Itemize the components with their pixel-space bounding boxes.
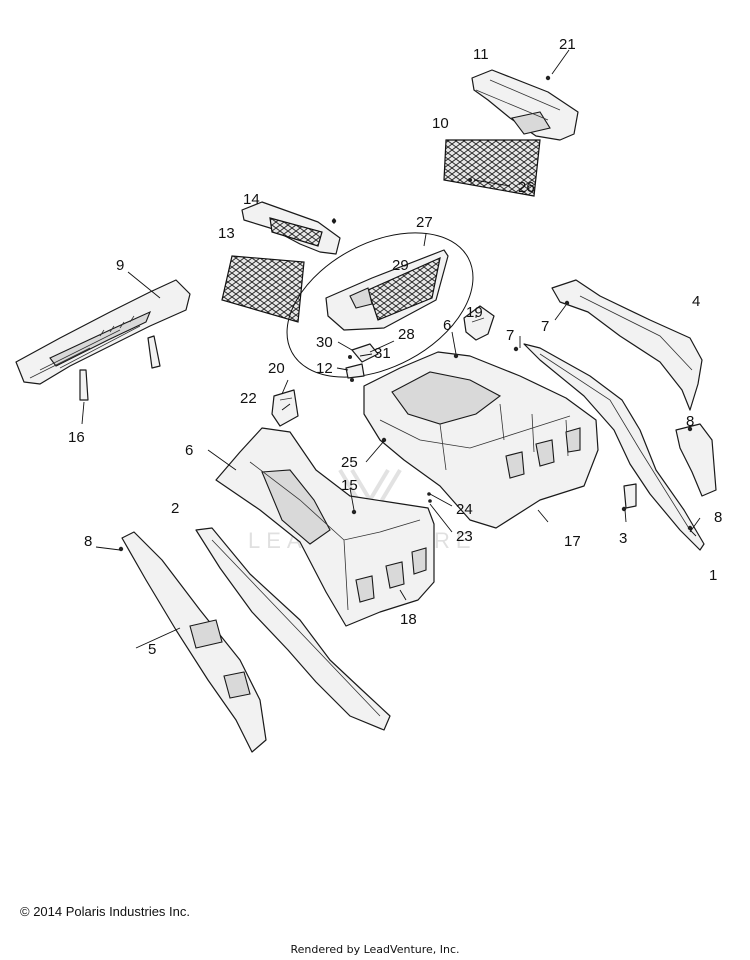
callout-4: 4	[692, 293, 700, 310]
callout-15: 15	[341, 477, 358, 494]
part-9-duct-assembly	[15, 279, 191, 401]
callout-29: 29	[392, 257, 409, 274]
part-17-rear-tub	[363, 351, 599, 529]
callout-26: 26	[518, 179, 535, 196]
part-2-side-panel	[195, 527, 391, 731]
part-8-right-trim	[675, 423, 717, 497]
callout-10: 10	[432, 115, 449, 132]
callout-11: 11	[473, 46, 489, 63]
callout-23: 23	[456, 528, 473, 545]
callout-24: 24	[456, 501, 473, 518]
rendered-by-credit: Rendered by LeadVenture, Inc.	[290, 943, 460, 956]
callout-16: 16	[68, 429, 85, 446]
callout-27: 27	[416, 214, 433, 231]
callout-numbers: 1 2 3 4 5 6 6 7 7 8 8 8 9 10 11 12 13 14…	[68, 36, 722, 658]
callout-19: 19	[466, 304, 483, 321]
callout-7-outer: 7	[541, 318, 549, 335]
part-4-right-fender	[551, 279, 703, 411]
callout-17: 17	[564, 533, 581, 550]
callout-14: 14	[243, 191, 260, 208]
part-11-upper-deflector	[471, 69, 579, 141]
callout-20: 20	[268, 360, 285, 377]
part-18-front-tub	[215, 427, 435, 627]
callout-21: 21	[559, 36, 576, 53]
callout-31: 31	[374, 345, 391, 362]
part-13-mesh-panel	[221, 255, 305, 323]
callout-8-upper-right: 8	[686, 413, 694, 430]
callout-2: 2	[171, 500, 179, 517]
leader-lines	[81, 49, 701, 649]
callout-1: 1	[709, 567, 717, 584]
part-27-group	[286, 232, 474, 378]
copyright-notice: © 2014 Polaris Industries Inc.	[20, 904, 190, 919]
callout-9: 9	[116, 257, 124, 274]
callout-28: 28	[398, 326, 415, 343]
part-14-lower-deflector	[241, 201, 341, 255]
part-10-mesh-panel	[443, 139, 541, 197]
callout-30: 30	[316, 334, 333, 351]
callout-8-lower-right: 8	[714, 509, 722, 526]
part-19-bracket	[463, 305, 495, 341]
callout-18: 18	[400, 611, 417, 628]
callout-12: 12	[316, 360, 333, 377]
parts-hardware-28-31	[345, 343, 379, 379]
callout-22: 22	[240, 390, 257, 407]
callout-6-right: 6	[443, 317, 451, 334]
callout-6-left: 6	[185, 442, 193, 459]
callout-8-left: 8	[84, 533, 92, 550]
callout-7-inner: 7	[506, 327, 514, 344]
callout-5: 5	[148, 641, 156, 658]
part-1-side-rail	[523, 343, 705, 551]
part-5-front-panel	[121, 531, 267, 753]
callout-13: 13	[218, 225, 235, 242]
callout-25: 25	[341, 454, 358, 471]
callout-3: 3	[619, 530, 627, 547]
